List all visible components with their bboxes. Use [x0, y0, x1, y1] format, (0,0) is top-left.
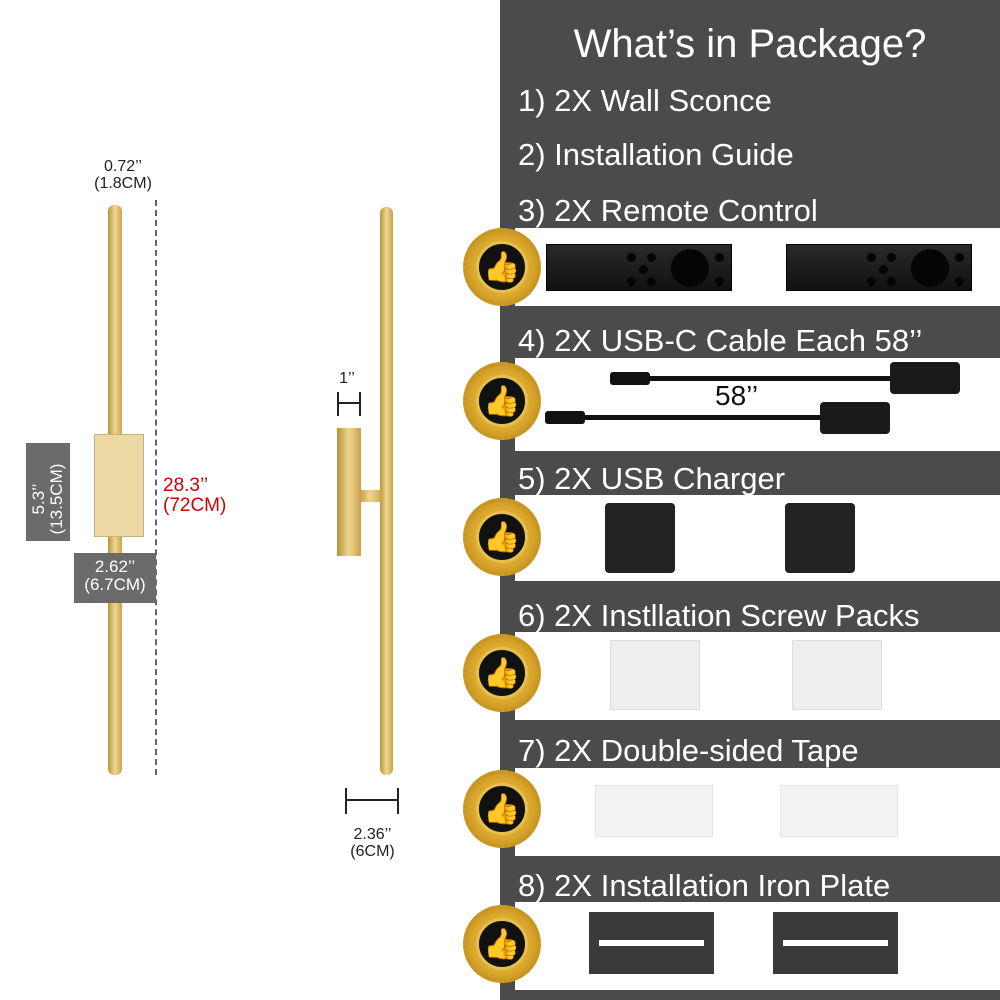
tape-image	[595, 785, 713, 837]
item-tape: 7) 2X Double-sided Tape	[518, 733, 859, 768]
item-screws: 6) 2X Instllation Screw Packs	[518, 598, 920, 633]
usb-charger-image	[785, 503, 855, 573]
sconce-side-rod	[380, 207, 393, 775]
thumbs-up-badge-icon: 👍	[463, 498, 541, 576]
item-plate: 8) 2X Installation Iron Plate	[518, 868, 891, 903]
iron-plate-image	[589, 912, 714, 974]
screw-box	[515, 632, 1000, 720]
base-width-cm: (6.7CM)	[84, 575, 146, 594]
charger-box	[515, 495, 1000, 581]
depth-bracket	[345, 788, 399, 814]
cable	[585, 415, 825, 420]
arm-width-label: 1’’	[339, 370, 355, 387]
item-charger: 5) 2X USB Charger	[518, 461, 786, 496]
usb-c-plug	[545, 411, 585, 424]
depth-cm: (6CM)	[350, 843, 395, 860]
item-remote: 3) 2X Remote Control	[518, 193, 818, 228]
base-height-in: 5.3’’	[29, 483, 48, 515]
depth-label: 2.36’’ (6CM)	[330, 826, 415, 860]
sconce-side-arm	[358, 490, 382, 502]
tape-box	[515, 768, 1000, 856]
item-cable: 4) 2X USB-C Cable Each 58’’	[518, 323, 923, 358]
total-length-label: 28.3’’ (72CM)	[163, 476, 226, 516]
usb-charger-image	[605, 503, 675, 573]
remote-box	[515, 228, 1000, 306]
item-sconce: 1) 2X Wall Sconce	[518, 83, 772, 118]
thumbs-up-badge-icon: 👍	[463, 362, 541, 440]
dashed-guide	[155, 200, 157, 775]
rod-diameter-label: 0.72’’ (1.8CM)	[78, 158, 168, 192]
rod-diameter-in: 0.72’’	[104, 158, 142, 175]
thumbs-up-badge-icon: 👍	[463, 228, 541, 306]
cable-length-label: 58’’	[715, 380, 759, 411]
total-length-cm: (72CM)	[163, 495, 227, 516]
iron-plate-image	[773, 912, 898, 974]
usb-a-plug	[820, 402, 890, 434]
base-width-label: 2.62’’ (6.7CM)	[74, 553, 156, 603]
screw-pack-image	[610, 640, 700, 710]
sconce-side-base	[337, 428, 361, 556]
cable	[650, 376, 895, 381]
remote-control-image	[546, 244, 732, 291]
screw-pack-image	[792, 640, 882, 710]
tape-image	[780, 785, 898, 837]
arm-width-bracket	[337, 392, 361, 416]
usb-a-plug	[890, 362, 960, 394]
thumbs-up-badge-icon: 👍	[463, 634, 541, 712]
cable-box: 58’’	[515, 358, 1000, 451]
base-height-cm: (13.5CM)	[47, 463, 66, 535]
rod-diameter-cm: (1.8CM)	[94, 175, 152, 192]
depth-in: 2.36’’	[353, 826, 392, 843]
package-title: What’s in Package?	[573, 22, 927, 66]
plate-box	[515, 902, 1000, 990]
remote-control-image	[786, 244, 972, 291]
thumbs-up-badge-icon: 👍	[463, 770, 541, 848]
base-width-in: 2.62’’	[94, 557, 136, 576]
base-height-label: 5.3’’ (13.5CM)	[26, 443, 70, 541]
usb-c-plug	[610, 372, 650, 385]
sconce-front-base	[94, 434, 144, 537]
thumbs-up-badge-icon: 👍	[463, 905, 541, 983]
item-guide: 2) Installation Guide	[518, 137, 794, 172]
total-length-in: 28.3’’	[163, 475, 209, 496]
